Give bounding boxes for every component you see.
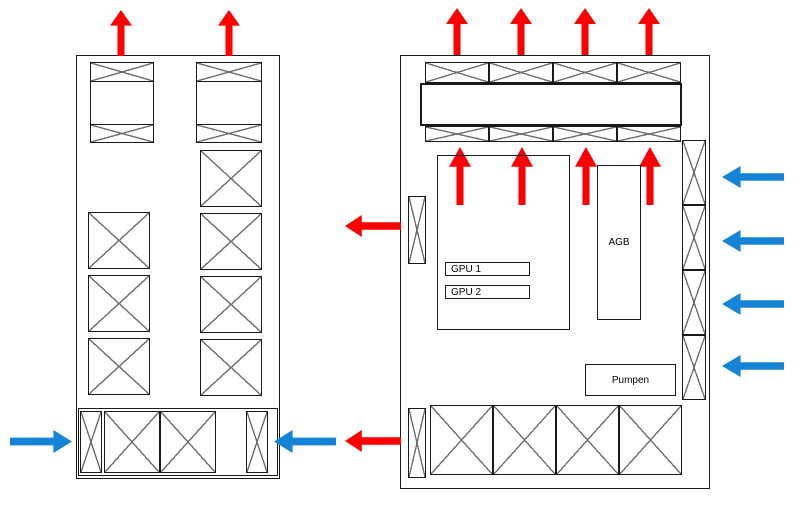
- fan-icon: [619, 405, 682, 475]
- fan-icon: [246, 411, 268, 473]
- fan-icon: [88, 275, 150, 332]
- intake-arrow-icon: [722, 293, 784, 315]
- intake-arrow-icon: [722, 230, 784, 252]
- radiator: [90, 81, 154, 125]
- fan-icon: [80, 411, 102, 473]
- fan-icon: [90, 62, 154, 82]
- exhaust-arrow-icon: [638, 8, 660, 55]
- fan-icon: [493, 405, 556, 475]
- pc-case-right-outline: [400, 55, 710, 489]
- radiator: [196, 81, 262, 125]
- gpu2-box: GPU 2: [445, 285, 530, 299]
- exhaust-arrow-icon: [510, 8, 532, 55]
- fan-icon: [556, 405, 619, 475]
- exhaust-arrow-icon: [110, 10, 132, 56]
- fan-icon: [425, 126, 489, 142]
- exhaust-arrow-icon: [574, 8, 596, 55]
- radiator: [420, 83, 682, 126]
- intake-arrow-icon: [722, 166, 784, 188]
- pc-case-left-outline: [76, 55, 280, 479]
- pump-box: Pumpen: [585, 364, 676, 396]
- exhaust-arrow-icon: [446, 8, 468, 55]
- fan-icon: [196, 62, 262, 82]
- fan-icon: [200, 276, 262, 333]
- fan-icon: [617, 126, 681, 142]
- fan-icon: [408, 196, 426, 264]
- gpu2-label: GPU 2: [451, 286, 482, 298]
- fan-icon: [489, 62, 553, 83]
- fan-icon: [200, 150, 262, 207]
- intake-arrow-icon: [722, 355, 784, 377]
- intake-arrow-icon: [10, 430, 72, 453]
- fan-icon: [430, 405, 493, 475]
- exhaust-arrow-icon: [345, 215, 401, 237]
- gpu1-label: GPU 1: [451, 263, 482, 275]
- fan-icon: [200, 339, 262, 396]
- fan-icon: [196, 124, 262, 143]
- fan-icon: [88, 212, 150, 269]
- fan-icon: [408, 408, 426, 478]
- fan-icon: [88, 338, 150, 395]
- pump-label: Pumpen: [611, 374, 650, 386]
- fan-icon: [682, 205, 706, 270]
- exhaust-arrow-icon: [345, 430, 401, 452]
- fan-icon: [553, 62, 617, 83]
- reservoir-label: AGB: [608, 237, 630, 248]
- reservoir-box: AGB: [597, 165, 641, 320]
- fan-icon: [682, 140, 706, 205]
- fan-icon: [682, 335, 706, 400]
- fan-icon: [104, 411, 160, 473]
- motherboard-area: [437, 155, 570, 330]
- fan-icon: [425, 62, 489, 83]
- fan-icon: [553, 126, 617, 142]
- fan-icon: [160, 411, 216, 473]
- gpu1-box: GPU 1: [445, 262, 530, 276]
- fan-icon: [90, 124, 154, 143]
- fan-icon: [489, 126, 553, 142]
- fan-icon: [617, 62, 681, 83]
- fan-icon: [682, 270, 706, 335]
- intake-arrow-icon: [274, 430, 336, 453]
- exhaust-arrow-icon: [218, 10, 240, 56]
- fan-icon: [200, 213, 262, 270]
